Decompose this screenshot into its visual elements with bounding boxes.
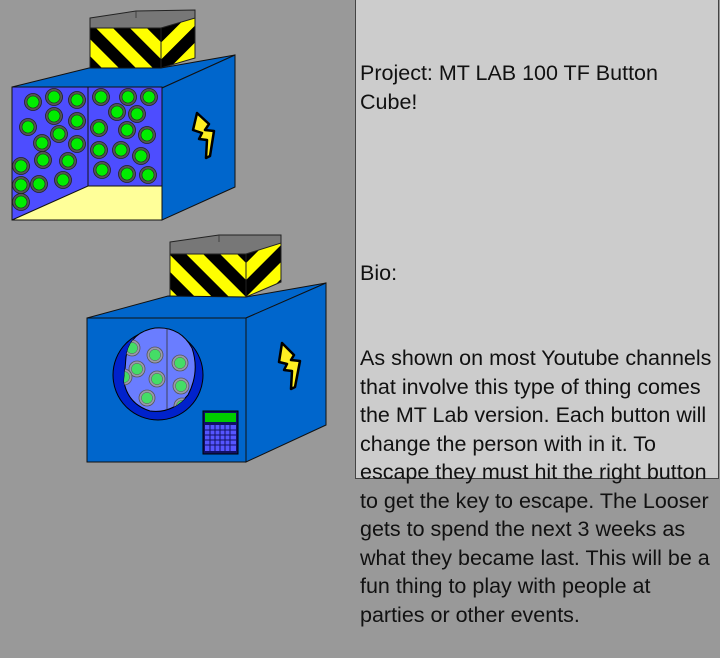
bio-label: Bio: [360, 260, 398, 285]
spacer [360, 173, 714, 202]
closed-cube-illustration [86, 234, 327, 463]
illustration-panel [0, 0, 355, 480]
hazard-lid-bottom [169, 234, 282, 298]
bio-text: As shown on most Youtube channels that i… [360, 346, 718, 627]
lightning-bolt-icon [191, 111, 216, 160]
lightning-bolt-icon [277, 341, 302, 391]
keypad-icon [202, 410, 239, 455]
project-title: Project: MT LAB 100 TF Button Cube! [360, 61, 664, 114]
open-cube-illustration [11, 9, 236, 221]
hazard-lid-top [89, 9, 196, 69]
porthole-window [112, 327, 204, 421]
description-panel: Project: MT LAB 100 TF Button Cube! Bio:… [355, 0, 719, 627]
